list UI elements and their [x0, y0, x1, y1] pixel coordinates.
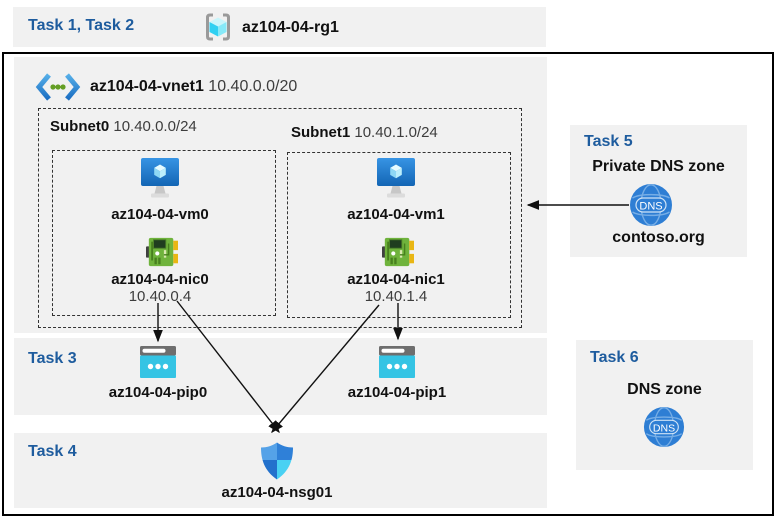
nic0-label: az104-04-nic0 [111, 271, 209, 288]
nic1-ip: 10.40.1.4 [364, 288, 428, 305]
subnet0-dashed-box [52, 150, 276, 316]
vnet-region [14, 57, 547, 333]
resource-group-name: az104-04-rg1 [242, 19, 339, 36]
pip0-icon [140, 346, 176, 378]
nsg-icon [260, 442, 294, 480]
dns-zone-title: DNS zone [627, 381, 702, 398]
resource-group-icon [202, 11, 234, 43]
dns-zone-icon-text: DNS [653, 422, 675, 434]
vm1-icon [376, 158, 416, 200]
nic1-icon [382, 235, 414, 269]
subnet0-name: Subnet0 [50, 118, 110, 135]
vnet-icon [35, 72, 81, 102]
vnet-cidr: 10.40.0.0/20 [208, 78, 298, 95]
subnet1-name: Subnet1 [291, 124, 351, 141]
private-dns-icon-text: DNS [639, 201, 662, 213]
subnet0-cidr: 10.40.0.0/24 [113, 118, 197, 135]
pip1-icon [379, 346, 415, 378]
vm0-icon [140, 158, 180, 200]
nic1-label: az104-04-nic1 [347, 271, 445, 288]
nic0-icon [146, 235, 178, 269]
nsg-label: az104-04-nsg01 [221, 484, 333, 501]
task3-label: Task 3 [28, 350, 77, 367]
resource-group-boundary [2, 52, 774, 516]
resource-group-band [13, 7, 546, 47]
subnet0-title: Subnet0 10.40.0.0/24 [50, 118, 197, 135]
subnet1-dashed-box [287, 152, 511, 318]
nic0-ip: 10.40.0.4 [128, 288, 192, 305]
task3-band [14, 338, 547, 415]
task5-label: Task 5 [584, 133, 633, 150]
vm1-label: az104-04-vm1 [347, 206, 445, 223]
contoso-zone-label: contoso.org [612, 229, 705, 246]
private-dns-zone-title: Private DNS zone [592, 158, 725, 175]
task6-label: Task 6 [590, 349, 639, 366]
pip1-label: az104-04-pip1 [347, 384, 447, 401]
task6-box [576, 340, 753, 470]
task4-label: Task 4 [28, 443, 77, 460]
subnet1-cidr: 10.40.1.0/24 [354, 124, 438, 141]
subnet1-title: Subnet1 10.40.1.0/24 [291, 124, 438, 141]
pip0-label: az104-04-pip0 [108, 384, 208, 401]
vnet-title: az104-04-vnet1 10.40.0.0/20 [90, 78, 297, 96]
task-1-2-label: Task 1, Task 2 [28, 17, 135, 34]
vnet-name: az104-04-vnet1 [90, 78, 204, 95]
dns-zone-icon: DNS [643, 406, 685, 448]
private-dns-icon: DNS [629, 183, 673, 227]
vm0-label: az104-04-vm0 [111, 206, 209, 223]
